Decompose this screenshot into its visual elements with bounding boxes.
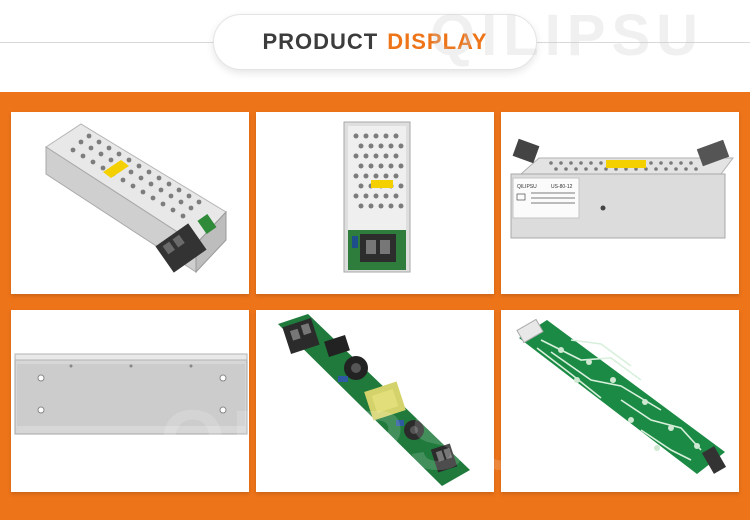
gallery-image-angled[interactable] [11, 112, 249, 294]
power-supply-end-view-image [256, 112, 494, 294]
pcb-solder-side-image [501, 310, 739, 492]
title-word-display: DISPLAY [387, 29, 488, 54]
header-divider-right [535, 42, 750, 43]
power-supply-bottom-image [11, 310, 249, 492]
section-title: PRODUCT DISPLAY [213, 14, 537, 70]
gallery-image-pcb-components[interactable] [256, 310, 494, 492]
gallery-image-pcb-solder[interactable] [501, 310, 739, 492]
label-brand-text: QILIPSU [517, 184, 537, 190]
pcb-component-side-image [256, 310, 494, 492]
power-supply-side-label-image: QILIPSU US-80-12 [501, 112, 739, 294]
title-word-product: PRODUCT [262, 29, 379, 54]
gallery-image-bottom[interactable] [11, 310, 249, 492]
gallery-image-side-label[interactable]: QILIPSU US-80-12 [501, 112, 739, 294]
power-supply-angled-image [11, 112, 249, 294]
page-header: PRODUCT DISPLAY QILIPSU [0, 0, 750, 92]
gallery-image-end-view[interactable] [256, 112, 494, 294]
header-divider-left [0, 42, 215, 43]
product-gallery: QILIPSU US-80-12 [0, 92, 750, 520]
label-model-text: US-80-12 [551, 184, 573, 190]
